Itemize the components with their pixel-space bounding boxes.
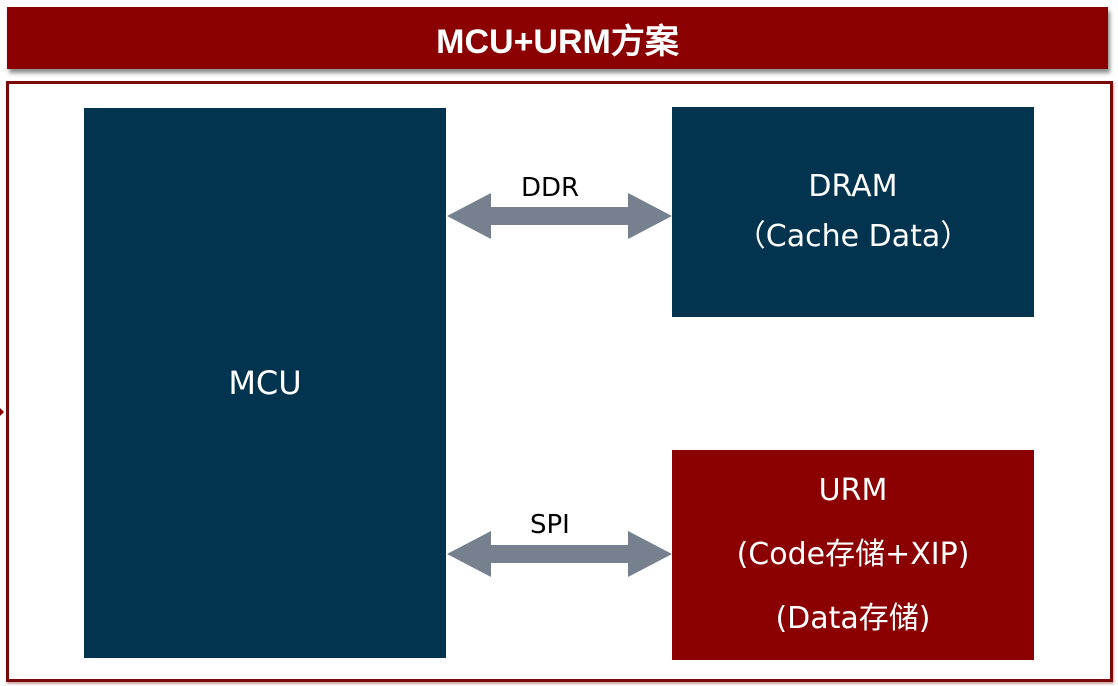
page-title: MCU+URM方案 [436, 22, 679, 61]
urm-block: URM (Code存储+XIP) (Data存储) [672, 450, 1034, 660]
urm-label: URM [818, 473, 888, 508]
mcu-block: MCU [84, 108, 446, 658]
title-bar: MCU+URM方案 [7, 7, 1108, 69]
ddr-double-arrow-icon [447, 193, 672, 239]
spi-arrow-shape [447, 531, 672, 577]
ddr-label: DDR [521, 173, 580, 203]
mcu-label: MCU [228, 364, 302, 402]
ddr-arrow-shape [447, 193, 672, 239]
spi-label: SPI [530, 510, 570, 540]
dram-label: DRAM [808, 169, 898, 204]
spi-double-arrow-icon [447, 531, 672, 577]
dram-sublabel: （Cache Data） [735, 219, 971, 254]
side-marker-icon [0, 405, 4, 419]
urm-data-label: (Data存储) [775, 601, 931, 636]
urm-code-label: (Code存储+XIP) [736, 537, 970, 572]
dram-block: DRAM （Cache Data） [672, 107, 1034, 317]
